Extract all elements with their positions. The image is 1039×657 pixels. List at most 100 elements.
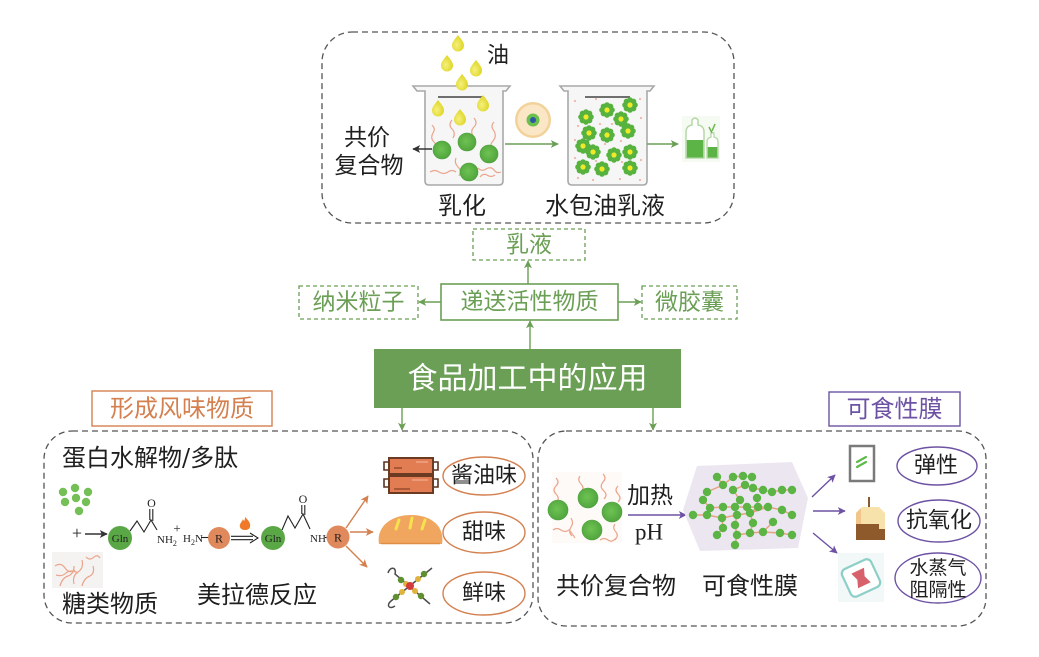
skewer-bead: [420, 570, 428, 578]
umami-flavor-label: 鲜味: [462, 581, 506, 606]
sugar-image-background: [52, 552, 103, 588]
polymer-speck: [591, 178, 595, 182]
emulsion-droplet: [575, 159, 591, 175]
lower-tier: [388, 475, 434, 494]
reaction-double-arrow: [231, 532, 260, 544]
upper-tier: [388, 457, 434, 475]
polymer-specks: [573, 97, 643, 182]
film-frame: [848, 444, 876, 483]
beaker-emulsification-icon: [411, 85, 512, 186]
film-node: [763, 502, 773, 512]
film-node: [718, 502, 728, 512]
carbon-chain: [281, 512, 311, 531]
skewer-stick: [387, 567, 431, 605]
glutamine-reactant: Gln O NH2: [108, 496, 177, 550]
vapor-barrier-packet-icon: [838, 553, 884, 602]
film-node: [768, 517, 778, 527]
emulsion-droplet: [622, 144, 638, 160]
heating-condition-label: 加热: [627, 483, 673, 509]
protein-ball: [457, 132, 477, 152]
amide-label: NH2: [157, 534, 177, 548]
tier-details: [394, 467, 410, 490]
polymer-chain: [429, 169, 457, 175]
peptide-dot: [58, 487, 68, 497]
covalent-complex-label-line2: 复合物: [335, 153, 404, 179]
ow-emulsion-label: 水包油乳液: [545, 192, 665, 220]
film-node: [738, 471, 748, 481]
oxygen-label: O: [299, 492, 308, 506]
edible-film-network-icon: [683, 462, 808, 551]
polymer-speck: [639, 158, 643, 162]
film-node: [730, 502, 740, 512]
skewer-bead: [412, 588, 418, 594]
stretch-mark: [855, 455, 868, 469]
sweet-flavor-ellipse: [442, 511, 526, 554]
sugar-chain: [81, 565, 95, 587]
large-bottle-liquid: [686, 140, 704, 158]
emulsification-label: 乳化: [438, 192, 486, 220]
amide-nh-label: NH: [310, 533, 326, 545]
polymer-speck: [573, 138, 577, 142]
carbonyl-bond: [301, 505, 306, 515]
polymer-speck: [638, 97, 642, 101]
skewer-bead: [399, 589, 405, 595]
polymer-chain: [471, 117, 477, 137]
film-node: [747, 472, 757, 482]
antioxidant-label: 抗氧化: [906, 509, 972, 534]
elasticity-ellipse: [896, 446, 978, 486]
oil-drop: [456, 74, 468, 91]
elastic-film-icon: [848, 444, 876, 483]
skewer-bead: [392, 593, 400, 601]
gln-label: Gln: [112, 533, 129, 545]
center-node-box: [374, 349, 681, 408]
carbonyl-bond: [149, 509, 154, 521]
film-node: [728, 485, 738, 495]
amide-nh: NH: [157, 534, 173, 546]
amine-h: H: [183, 533, 191, 545]
umami-flavor-ellipse: [442, 571, 526, 616]
protein-ball: [581, 519, 603, 541]
film-node: [735, 495, 745, 505]
gln-circle: [108, 526, 132, 550]
peptide-dot: [83, 487, 93, 497]
polymer-chain: [615, 485, 621, 503]
sweet-flavor-label: 甜味: [462, 520, 506, 545]
film-node: [758, 527, 768, 537]
soy-sauce-icon: [383, 457, 439, 494]
edible-film-panel-label: 可食性膜: [847, 395, 943, 423]
emulsion-droplet: [622, 97, 638, 113]
packet-content: [851, 567, 871, 589]
film-node: [752, 493, 762, 503]
flavor-panel-border: [43, 430, 534, 624]
covalent-complex-label-line1: 共价: [344, 125, 390, 151]
emulsion-droplet: [620, 123, 636, 139]
film-nodes: [688, 471, 797, 550]
covalent-complex-icon: [547, 472, 623, 543]
bread-loaf: [378, 515, 443, 544]
arrow-to-vapor-barrier: [812, 532, 838, 554]
film-node: [787, 510, 797, 520]
small-bottle-liquid: [707, 147, 718, 158]
herb-sprig: [708, 123, 716, 134]
maillard-product: Gln O NH R: [261, 492, 350, 550]
oil-drop: [441, 55, 453, 72]
polymer-speck: [639, 116, 643, 120]
plus-sign: +: [72, 523, 82, 543]
antioxidant-ellipse: [897, 499, 981, 543]
polymer-speck: [576, 124, 580, 128]
protein-ball: [479, 144, 499, 164]
arrow-to-soy-sauce-flavor: [345, 495, 369, 529]
polymer-speck: [598, 122, 602, 126]
vapor-barrier-label-line2: 阻隔性: [909, 579, 966, 601]
protein-balls: [547, 487, 623, 541]
flavor-panel: 形成风味物质 蛋白水解物/多肽 + 糖类物质 Gln O NH2 + H2N R: [43, 390, 534, 624]
peptide-dot: [71, 493, 81, 503]
bread-scores: [394, 516, 427, 531]
film-node: [740, 480, 750, 490]
edible-film-panel: 可食性膜 加热 pH 共价复合物 可食性膜 弹性: [537, 391, 987, 627]
emulsion-bottles-icon: [682, 116, 720, 162]
oil-drop: [452, 35, 464, 52]
film-node: [787, 530, 797, 540]
film-node: [702, 510, 712, 520]
